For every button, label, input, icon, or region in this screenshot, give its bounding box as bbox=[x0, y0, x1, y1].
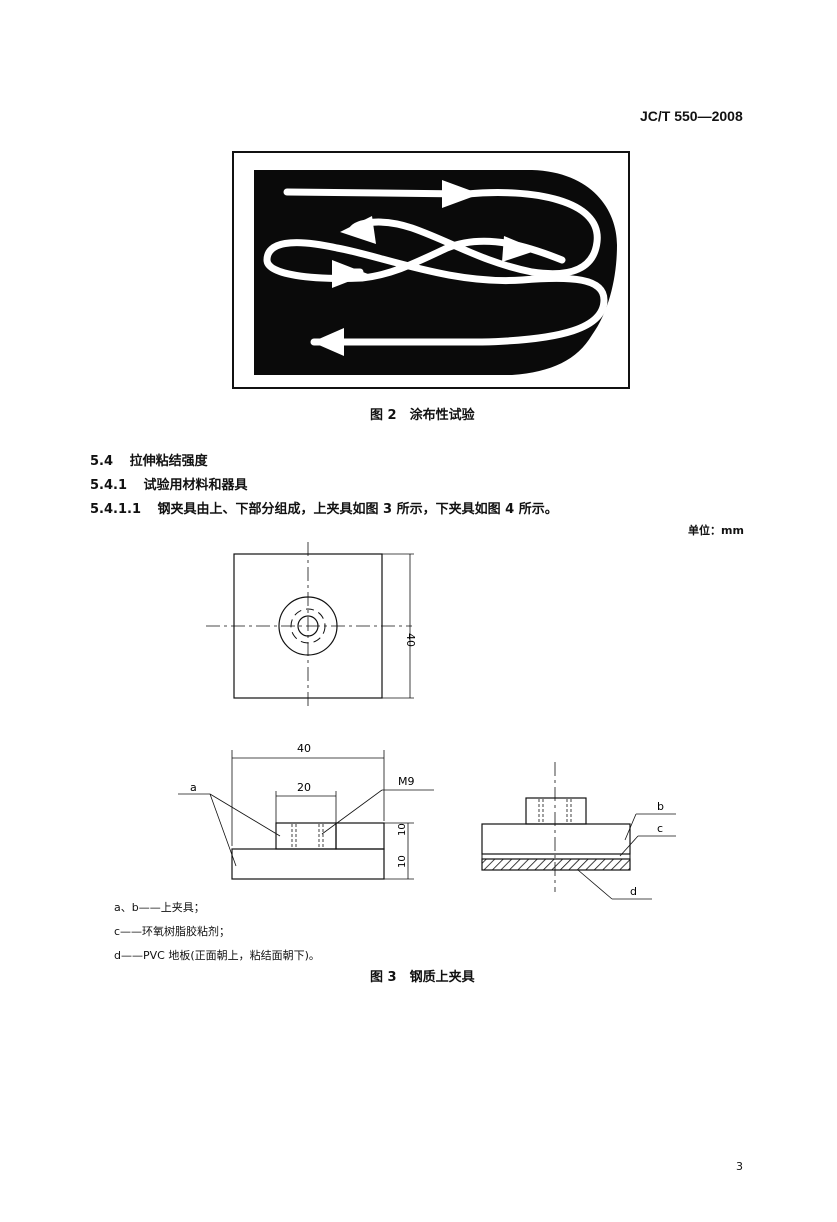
arrowhead-5 bbox=[312, 328, 344, 356]
arrowhead-2 bbox=[340, 216, 376, 244]
section-number: 5.4.1.1 bbox=[90, 502, 141, 517]
legend-item: d——PVC 地板(正面朝上，粘结面朝下)。 bbox=[114, 949, 320, 962]
unit-note: 单位：mm bbox=[688, 524, 744, 537]
page-number: 3 bbox=[736, 1160, 743, 1173]
arrowhead-3 bbox=[502, 236, 538, 262]
figure-3-caption: 图 3 钢质上夹具 bbox=[370, 970, 475, 985]
section-5-4: 5.4 拉伸粘结强度 bbox=[90, 450, 208, 469]
section-number: 5.4.1 bbox=[90, 478, 128, 493]
coating-stroke-3 bbox=[263, 237, 608, 346]
section-5-4-1-1: 5.4.1.1 钢夹具由上、下部分组成，上夹具如图 3 所示，下夹具如图 4 所… bbox=[90, 498, 558, 517]
figure-3-assembly-view: b c d bbox=[481, 762, 676, 900]
figure-2-coating-illustration bbox=[232, 151, 630, 389]
legend-item: a、b——上夹具； bbox=[114, 901, 205, 914]
coating-stroke-2 bbox=[348, 189, 601, 278]
label-d: d bbox=[630, 885, 637, 898]
dim-width-top: 40 bbox=[404, 633, 417, 647]
label-c: c bbox=[657, 822, 663, 835]
adhesive-layer bbox=[481, 853, 631, 860]
figure-3-front-view: 40 20 M9 10 10 a bbox=[178, 742, 434, 880]
dim-thread: M9 bbox=[398, 775, 415, 788]
upper-fixture-plate bbox=[481, 823, 631, 855]
arrowhead-4 bbox=[332, 260, 368, 288]
figure-3-top-view: 40 bbox=[206, 542, 417, 706]
figure-3-legend: a、b——上夹具； c——环氧树脂胶粘剂； d——PVC 地板(正面朝上，粘结面… bbox=[114, 896, 320, 968]
label-a: a bbox=[190, 781, 197, 794]
document-code: JC/T 550—2008 bbox=[640, 108, 743, 124]
section-5-4-1: 5.4.1 试验用材料和器具 bbox=[90, 474, 248, 493]
section-text: 钢夹具由上、下部分组成，上夹具如图 3 所示，下夹具如图 4 所示。 bbox=[157, 502, 558, 517]
arrowhead-1 bbox=[442, 180, 480, 208]
pvc-floor-layer bbox=[481, 858, 631, 871]
legend-item: c——环氧树脂胶粘剂； bbox=[114, 925, 231, 938]
section-title: 试验用材料和器具 bbox=[143, 478, 248, 493]
dim-height-1: 10 bbox=[397, 823, 408, 836]
coating-stroke-1 bbox=[283, 188, 471, 198]
dim-width-front: 40 bbox=[297, 742, 311, 755]
dim-boss: 20 bbox=[297, 781, 311, 794]
dim-height-2: 10 bbox=[397, 855, 408, 868]
section-number: 5.4 bbox=[90, 454, 114, 469]
label-b: b bbox=[657, 800, 664, 813]
figure-2-caption: 图 2 涂布性试验 bbox=[370, 408, 475, 423]
section-title: 拉伸粘结强度 bbox=[129, 454, 208, 469]
